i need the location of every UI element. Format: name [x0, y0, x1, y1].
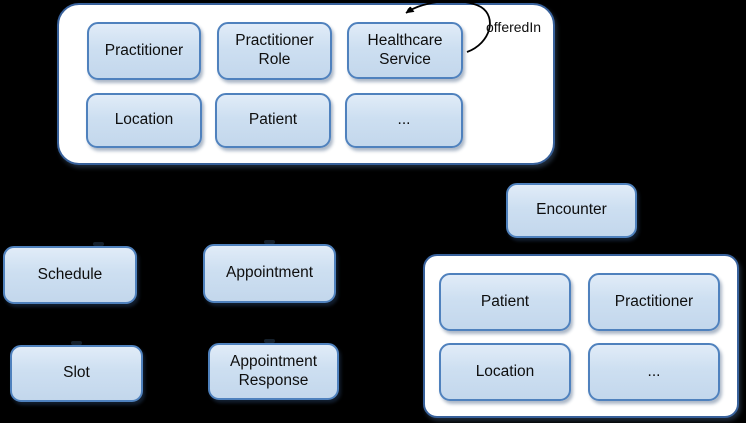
- node-practitioner-br: Practitioner: [588, 273, 720, 331]
- node-label: Practitioner Role: [235, 32, 314, 68]
- connector-stub: [264, 240, 275, 244]
- node-patient: Patient: [215, 93, 331, 148]
- node-label: Patient: [248, 111, 298, 129]
- node-healthcare-service: Healthcare Service: [347, 22, 463, 79]
- node-label: Patient: [480, 292, 530, 310]
- node-patient-br: Patient: [439, 273, 571, 331]
- offered-in-edge-label: offeredIn: [486, 19, 542, 35]
- node-label: Slot: [63, 364, 90, 382]
- node-ellipsis-top: ...: [345, 93, 463, 148]
- node-schedule: Schedule: [3, 246, 137, 304]
- node-label: Location: [114, 111, 174, 129]
- node-location-br: Location: [439, 343, 571, 401]
- node-label: Healthcare Service: [367, 31, 443, 68]
- node-label: Practitioner: [104, 41, 184, 59]
- connector-stub: [264, 339, 275, 343]
- node-appointment-response: Appointment Response: [208, 343, 339, 400]
- node-label: Schedule: [37, 265, 103, 283]
- node-location: Location: [86, 93, 202, 148]
- node-label: Appointment: [225, 264, 314, 282]
- node-label: Appointment Response: [229, 352, 318, 389]
- node-label: Encounter: [536, 201, 607, 219]
- node-practitioner-role: Practitioner Role: [217, 22, 332, 80]
- node-label: ...: [397, 111, 411, 129]
- node-appointment: Appointment: [203, 244, 336, 303]
- node-encounter: Encounter: [506, 183, 637, 238]
- node-practitioner: Practitioner: [87, 22, 201, 80]
- node-slot: Slot: [10, 345, 143, 402]
- node-label: ...: [647, 362, 661, 380]
- connector-stub: [93, 242, 104, 246]
- node-label: Practitioner: [614, 292, 694, 310]
- connector-stub: [71, 341, 82, 345]
- node-ellipsis-br: ...: [588, 343, 720, 401]
- node-label: Location: [475, 362, 535, 380]
